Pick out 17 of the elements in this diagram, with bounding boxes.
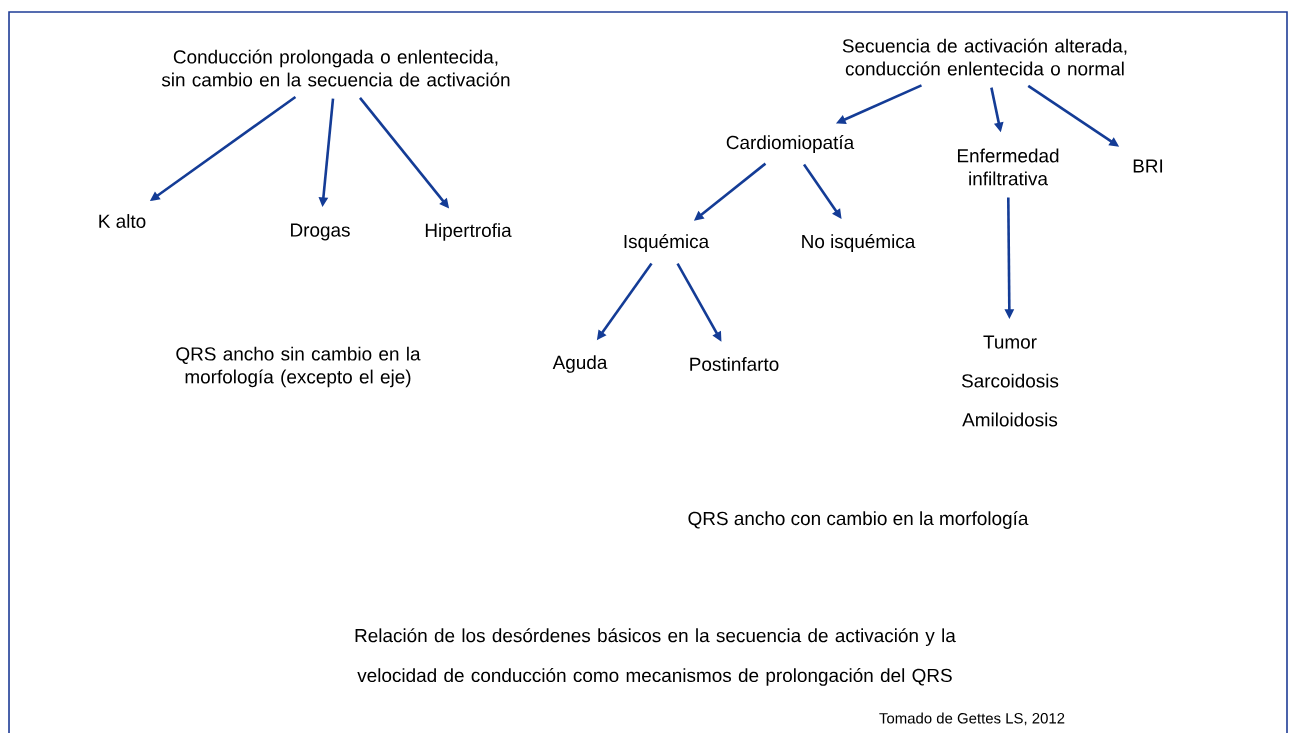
note-text: QRS ancho con cambio en la morfología [688,511,1029,529]
category-label: Conducción prolongada o enlentecida, sin cambio en la secuencia de activación [161,49,510,87]
category-label: Drogas [291,223,350,241]
category-label: Postinfarto [690,357,779,371]
category-label: Tumor Sarcoidosis Amiloidosis [961,335,1059,427]
category-label: Enfermedad infiltrativa [958,148,1059,186]
category-label: Cardiomiopatía [726,135,855,153]
category-label: Hipertrofia [425,223,512,241]
category-label: BRI [1133,159,1163,173]
category-label: No isquémica [802,234,916,252]
category-label: Isquémica [624,234,710,252]
note-text: Tomado de Gettes LS, 2012 [879,712,1065,726]
category-label: Aguda [552,355,608,373]
note-text: QRS ancho sin cambio en la morfología (excepto el eje) [176,346,421,388]
category-label: Secuencia de activación alterada, conducción enlentecida o normal [842,38,1127,76]
caption: Relación de los desórdenes básicos en la secuencia de activación y la velocidad de conducción como mecanismos de prolongación del QRS [355,628,956,686]
category-label: K alto [99,214,146,228]
